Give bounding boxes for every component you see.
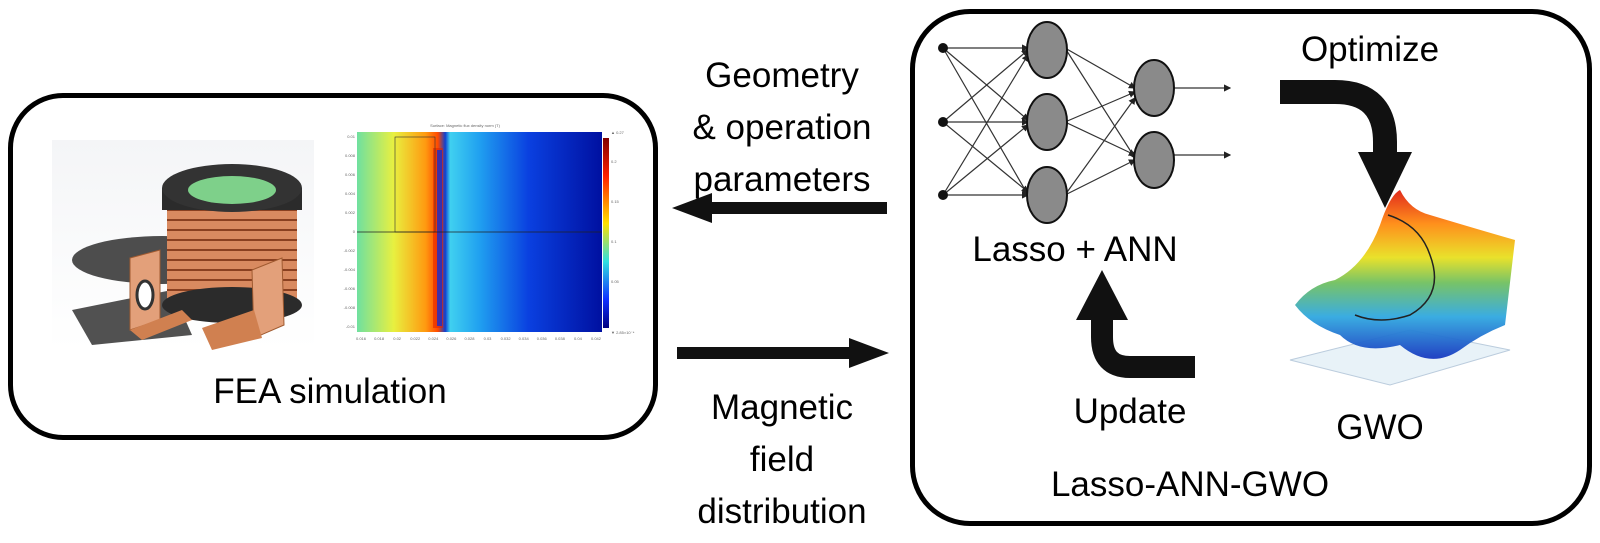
x-tick-label: 0.038 [555,336,566,341]
colorbar-tick-label: 0.05 [611,279,620,284]
colorbar-max-label: ▲ 0.27 [611,130,625,135]
input-nodes [938,43,948,200]
y-tick-label: 0.01 [347,134,356,139]
gwo-surface-plot [1289,190,1515,386]
x-tick-label: 0.03 [484,336,493,341]
colorbar-tick-label: 0.15 [611,199,620,204]
y-tick-label: -0.004 [344,267,356,272]
colorbar-min-label: ▼ 2.85×10⁻⁴ [611,330,635,335]
y-tick-label: 0.008 [345,153,356,158]
x-tick-label: 0.022 [410,336,421,341]
green-core [188,176,276,204]
gwo-label: GWO [1336,408,1424,447]
y-tick-label: -0.01 [346,324,356,329]
geometry-parameters-label: Geometry & operation parameters [662,50,902,206]
neural-network-diagram [938,21,1232,224]
network-edges [942,44,1232,199]
fea-field-plot: Surface: Magnetic flux density norm (T) … [344,123,635,341]
x-tick-label: 0.024 [428,336,439,341]
x-tick-label: 0.034 [519,336,530,341]
y-tick-label: -0.002 [344,248,356,253]
magnetic-label-line1: Magnetic [710,388,854,427]
geometry-label-line3: parameters [693,160,871,199]
colorbar-tick-label: 0.1 [611,239,617,244]
right-arrow-icon [677,338,889,368]
geometry-label-line2: & operation [692,108,872,147]
x-tick-label: 0.042 [591,336,602,341]
y-tick-label: 0.002 [345,210,356,215]
coil-image [52,140,314,350]
x-tick-label: 0.04 [574,336,583,341]
hidden-neurons [1026,21,1175,224]
lasso-ann-gwo-caption: Lasso-ANN-GWO [1050,465,1330,504]
y-tick-label: 0 [353,229,356,234]
left-arrow-icon [672,193,887,223]
y-tick-label: 0.004 [345,191,356,196]
x-tick-label: 0.032 [501,336,512,341]
optimize-arrow-icon [1280,80,1412,208]
x-tick-label: 0.028 [464,336,475,341]
y-tick-label: 0.006 [345,172,356,177]
x-tick-label: 0.018 [374,336,385,341]
colorbar-tick-label: 0.2 [611,159,617,164]
geometry-label-line1: Geometry [705,56,859,95]
colorbar [603,138,609,328]
optimization-path [1354,214,1436,321]
fea-simulation-caption: FEA simulation [213,372,447,411]
fea-plot-title: Surface: Magnetic flux density norm (T) [430,123,500,128]
x-tick-label: 0.026 [446,336,457,341]
optimize-label: Optimize [1300,30,1440,69]
x-tick-label: 0.036 [537,336,548,341]
magnetic-label-line2: field [749,440,815,479]
y-tick-label: -0.006 [344,286,356,291]
update-arrow-icon [1076,270,1195,378]
x-tick-label: 0.016 [356,336,367,341]
ann-label: Lasso + ANN [972,230,1178,269]
update-label: Update [1073,392,1187,431]
x-tick-label: 0.02 [393,336,402,341]
fitness-surface [1295,190,1515,359]
magnetic-field-label: Magnetic field distribution [662,382,902,538]
y-tick-label: -0.008 [344,305,356,310]
magnetic-label-line3: distribution [697,492,867,531]
